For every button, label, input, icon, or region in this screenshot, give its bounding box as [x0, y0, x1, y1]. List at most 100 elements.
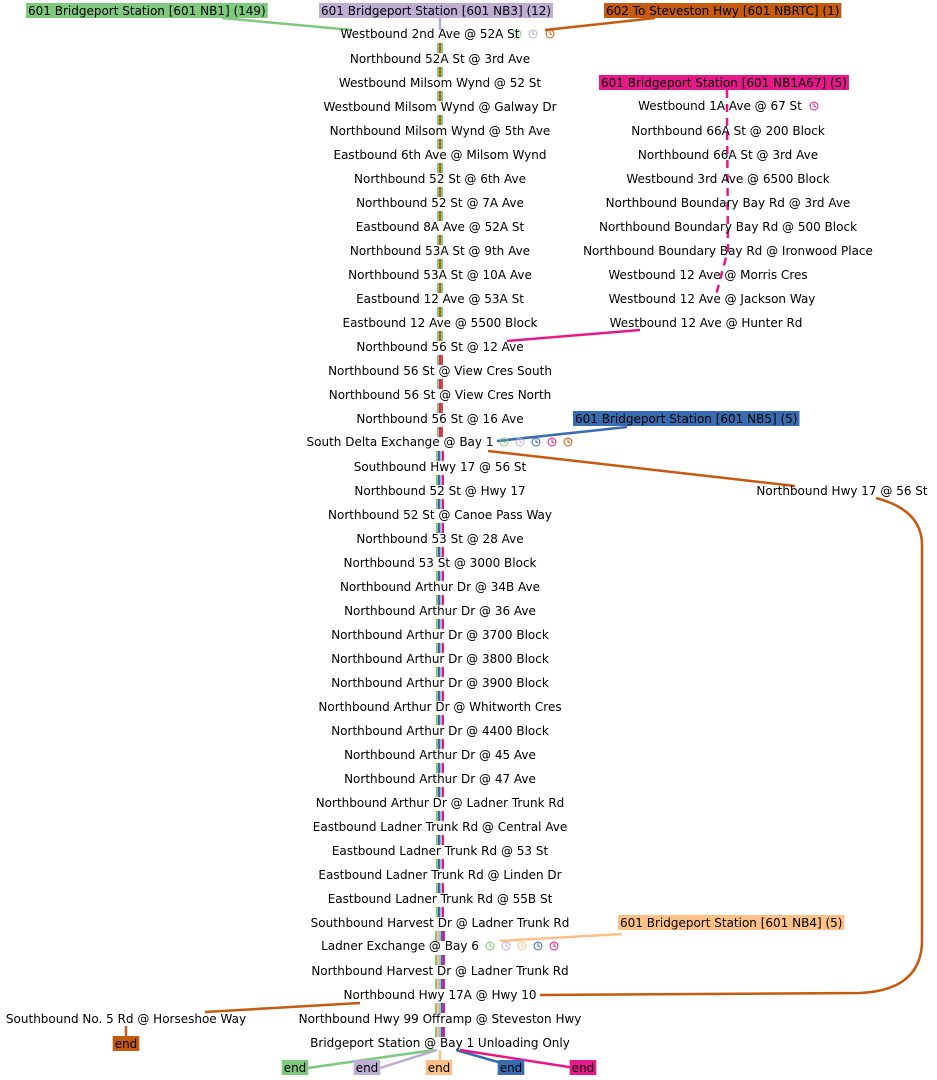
- route-label-nb4: [618, 915, 845, 930]
- trunk-stripe: [441, 355, 443, 365]
- trunk-stripe: [440, 595, 442, 605]
- trunk-stripe: [438, 691, 440, 701]
- stop-s24: Northbound Arthur Dr @ 34B Ave: [340, 580, 540, 594]
- stop-s17: Northbound 56 St @ 16 Ave: [356, 412, 523, 426]
- clock-icon: [563, 437, 573, 447]
- stop-b06: Northbound Boundary Bay Rd @ 500 Block: [599, 220, 857, 234]
- trunk-stripe: [435, 955, 437, 965]
- stop-s28: Northbound Arthur Dr @ 3900 Block: [331, 676, 549, 690]
- stop-s29: Northbound Arthur Dr @ Whitworth Cres: [318, 700, 561, 714]
- trunk-stripe: [439, 235, 441, 245]
- nbrtc-hwy17-link: [487, 449, 796, 488]
- trunk-stripe: [436, 547, 438, 557]
- stop-s06: Eastbound 6th Ave @ Milsom Wynd: [334, 148, 547, 162]
- nb1-connector: [221, 16, 353, 32]
- end-marker-nbrtc: [112, 1036, 140, 1051]
- trunk-stripe: [440, 451, 442, 461]
- stop-s07: Northbound 52 St @ 6th Ave: [354, 172, 526, 186]
- end-marker-nb1a67: [569, 1060, 597, 1075]
- end-marker-nb5-text: end: [500, 1061, 523, 1075]
- nb3-end-line: [379, 1048, 438, 1070]
- clock-icon: [549, 941, 559, 951]
- trunk-stripe: [438, 787, 440, 797]
- trunk-stripe: [442, 883, 444, 893]
- trunk-stripe: [443, 955, 445, 965]
- trunk-stripe: [437, 331, 439, 341]
- stop-s43: Bridgeport Station @ Bay 1 Unloading Onl…: [310, 1036, 570, 1050]
- trunk-stripe: [436, 523, 438, 533]
- trunk-stripe: [442, 499, 444, 509]
- trunk-stripe: [439, 331, 441, 341]
- stop-b01: Westbound 1A Ave @ 67 St: [638, 99, 802, 113]
- stop-s10: Northbound 53A St @ 9th Ave: [350, 244, 530, 258]
- trunk-stripe: [438, 811, 440, 821]
- trunk-stripe: [436, 499, 438, 509]
- trunk-stripe: [441, 307, 443, 317]
- end-marker-nb3-text: end: [356, 1061, 379, 1075]
- trunk-stripe: [442, 475, 444, 485]
- trunk-stripe: [438, 619, 440, 629]
- trunk-stripe: [439, 355, 441, 365]
- trunk-stripe: [438, 763, 440, 773]
- trunk-stripe: [442, 523, 444, 533]
- stop-b10: Westbound 12 Ave @ Hunter Rd: [610, 316, 803, 330]
- trunk-stripe: [436, 451, 438, 461]
- trunk-stripe: [439, 211, 441, 221]
- clock-icon: [515, 437, 525, 447]
- trunk-stripe: [440, 547, 442, 557]
- stop-s14: Northbound 56 St @ 12 Ave: [356, 340, 523, 354]
- end-marker-nb1a67-text: end: [572, 1061, 595, 1075]
- route-label-nb3-text: 601 Bridgeport Station [601 NB3] (12): [321, 4, 551, 18]
- trunk-stripe: [440, 907, 442, 917]
- trunk-stripe: [441, 139, 443, 149]
- trunk-stripe: [440, 475, 442, 485]
- stop-s23: Northbound 53 St @ 3000 Block: [343, 556, 536, 570]
- trunk-stripe: [441, 427, 443, 437]
- trunk-stripe: [439, 379, 441, 389]
- trunk-stripe: [436, 475, 438, 485]
- trunk-stripe: [442, 811, 444, 821]
- stop-s01: Westbound 2nd Ave @ 52A St: [340, 27, 519, 41]
- trunk-stripe: [436, 811, 438, 821]
- route-label-nb1-text: 601 Bridgeport Station [601 NB1] (149): [28, 4, 266, 18]
- nbrtc-westbound: [204, 1001, 361, 1014]
- trunk-stripe: [438, 595, 440, 605]
- clock-icon-hand: [549, 31, 553, 36]
- stop-s20: Northbound 52 St @ Hwy 17: [354, 484, 525, 498]
- trunk-stripe: [438, 883, 440, 893]
- stop-s15: Northbound 56 St @ View Cres South: [328, 364, 552, 378]
- nb1-end-line: [307, 1048, 435, 1070]
- trunk-stripe: [441, 331, 443, 341]
- trunk-stripe: [442, 547, 444, 557]
- trunk-stripe: [437, 427, 439, 437]
- trunk-stripe: [440, 643, 442, 653]
- stop-s08: Northbound 52 St @ 7A Ave: [356, 196, 524, 210]
- trunk-stripe: [438, 667, 440, 677]
- trunk-stripe: [439, 427, 441, 437]
- trunk-stripe: [436, 667, 438, 677]
- route-label-nb5: [573, 411, 800, 426]
- stop-b08: Westbound 12 Ave @ Morris Cres: [608, 268, 807, 282]
- trunk-stripe: [440, 835, 442, 845]
- clock-icon: [485, 941, 495, 951]
- stop-s33: Northbound Arthur Dr @ Ladner Trunk Rd: [316, 796, 565, 810]
- trunk-stripe: [442, 667, 444, 677]
- clock-icon: [809, 101, 819, 111]
- trunk-stripe: [441, 1027, 443, 1037]
- trunk-stripe: [442, 835, 444, 845]
- trunk-stripe: [439, 139, 441, 149]
- trunk-stripe: [435, 931, 437, 941]
- trunk-stripe: [440, 523, 442, 533]
- stop-s27: Northbound Arthur Dr @ 3800 Block: [331, 652, 549, 666]
- trunk-stripe: [439, 91, 441, 101]
- stop-s32: Northbound Arthur Dr @ 47 Ave: [344, 772, 536, 786]
- stop-s04: Westbound Milsom Wynd @ Galway Dr: [323, 100, 556, 114]
- stop-s40: Northbound Harvest Dr @ Ladner Trunk Rd: [311, 964, 568, 978]
- trunk-stripe: [439, 979, 441, 989]
- trunk-stripe: [435, 1003, 437, 1013]
- timing-points: [485, 29, 819, 951]
- trunk-stripe: [442, 739, 444, 749]
- trunk-stripe: [441, 187, 443, 197]
- stop-s26: Northbound Arthur Dr @ 3700 Block: [331, 628, 549, 642]
- trunk-stripe: [439, 1003, 441, 1013]
